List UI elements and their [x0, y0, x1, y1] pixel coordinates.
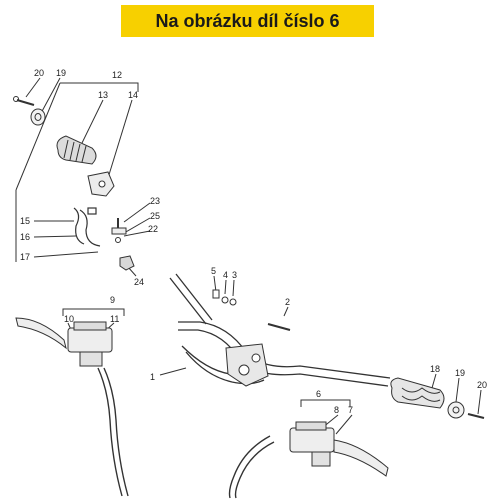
callout-24: 24 [134, 277, 144, 287]
callout-7: 7 [348, 405, 353, 415]
switch-block [119, 255, 135, 271]
callout-10: 10 [64, 314, 74, 324]
right-bar-end [447, 401, 485, 419]
callout-22: 22 [148, 224, 158, 234]
banner-text: Na obrázku díl číslo 6 [155, 10, 340, 31]
callout-23: 23 [150, 196, 160, 206]
callout-16: 16 [20, 232, 30, 242]
callout-19-left: 19 [56, 68, 66, 78]
callout-3: 3 [232, 270, 237, 280]
left-grip [56, 135, 97, 165]
callout-17: 17 [20, 252, 30, 262]
highlight-banner: Na obrázku díl číslo 6 [121, 5, 374, 37]
callout-14: 14 [128, 90, 138, 100]
callout-25: 25 [150, 211, 160, 221]
callout-2: 2 [285, 297, 290, 307]
switch-parts [111, 218, 127, 243]
throttle-housing [87, 171, 115, 197]
right-master-cylinder [289, 421, 389, 477]
handlebar [169, 273, 391, 387]
bracket-group-9 [62, 308, 125, 316]
right-grip [390, 377, 445, 409]
clamp-bolts [212, 289, 291, 331]
callout-12: 12 [112, 70, 122, 80]
callout-1: 1 [150, 372, 155, 382]
callout-13: 13 [98, 90, 108, 100]
handlebar-clamp [225, 343, 269, 387]
callout-5: 5 [211, 266, 216, 276]
callout-6: 6 [316, 389, 321, 399]
callout-11: 11 [110, 314, 119, 324]
bracket-group-6 [300, 399, 351, 407]
callout-20-left: 20 [34, 68, 44, 78]
bracket-group-12 [60, 82, 139, 92]
left-brake-hose [97, 367, 129, 497]
throttle-cables [73, 207, 101, 247]
callout-18: 18 [430, 364, 440, 374]
callout-8: 8 [334, 405, 339, 415]
callout-20-right: 20 [477, 380, 487, 390]
left-master-cylinder [15, 317, 113, 367]
callout-15: 15 [20, 216, 30, 226]
callout-4: 4 [223, 270, 228, 280]
end-screw [13, 96, 35, 106]
callout-9: 9 [110, 295, 115, 305]
callout-19-right: 19 [455, 368, 465, 378]
right-brake-hose [228, 435, 275, 499]
bar-end-weight [30, 108, 46, 126]
